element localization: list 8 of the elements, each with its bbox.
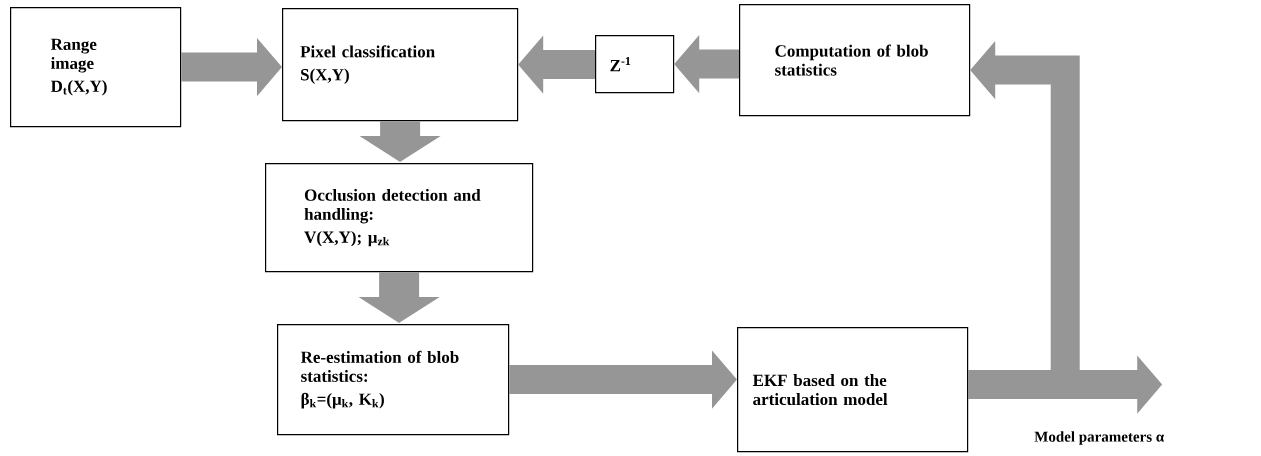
process-box: Computation of blob statistics [739,4,971,117]
output-label: Model parameters α [1034,431,1165,445]
process-box: Occlusion detection and handling: V(X,Y); μ$_{zk}$ [265,163,534,273]
process-box: Range image D$_{t}$(X,Y) [10,7,182,128]
delay-box: Z$^{-1}$ [595,35,675,94]
process-box: EKF based on the articulation model [737,327,969,453]
process-box: Pixel classification S(X,Y) [282,8,519,122]
process-box: Re-estimation of blob statistics: β$_{k}$=(μ$_{k}$, K$_{k}$) [277,324,510,436]
